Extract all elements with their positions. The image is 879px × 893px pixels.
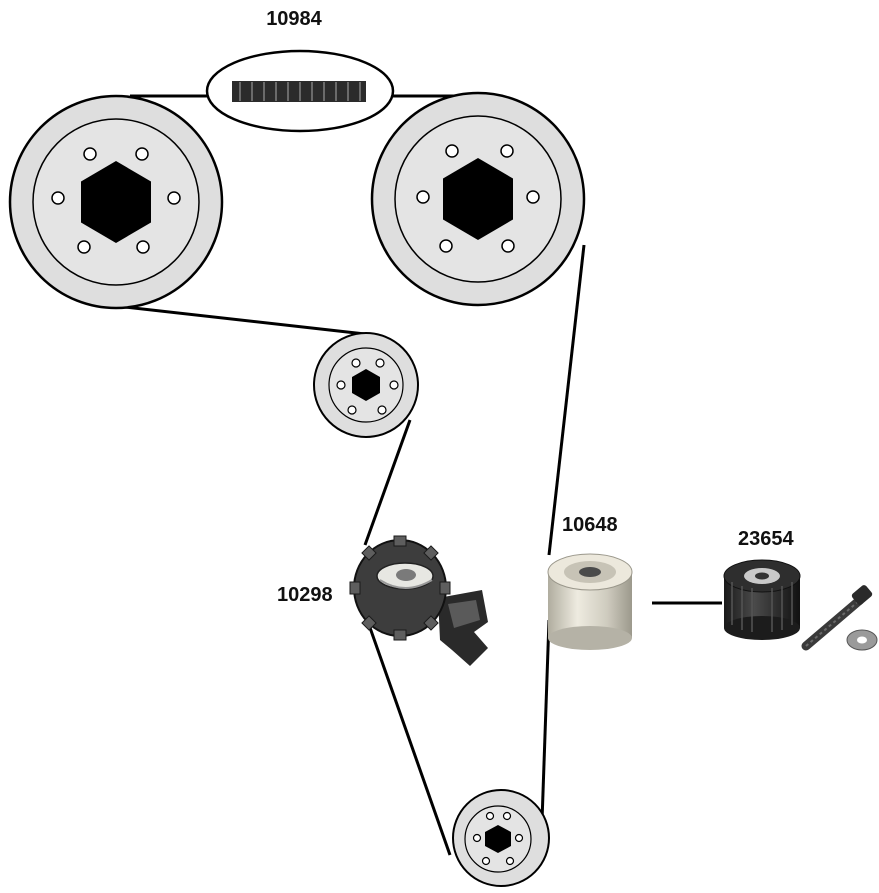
belt-path <box>124 94 722 856</box>
idler-pulley-kit-image <box>723 559 878 651</box>
label-idler-pulley-kit: 23654 <box>738 528 794 550</box>
guide-pulley-middle <box>313 332 419 438</box>
idler-pulley-image <box>547 553 633 650</box>
label-idler-pulley: 10648 <box>562 514 618 536</box>
tensioner-image <box>349 535 488 666</box>
label-tensioner: 10298 <box>277 584 333 606</box>
camshaft-pulley-right <box>370 91 586 307</box>
label-timing-belt: 10984 <box>266 8 322 30</box>
timing-belt-callout <box>205 49 395 133</box>
camshaft-pulley-left <box>8 94 224 310</box>
crankshaft-pulley <box>452 789 550 887</box>
